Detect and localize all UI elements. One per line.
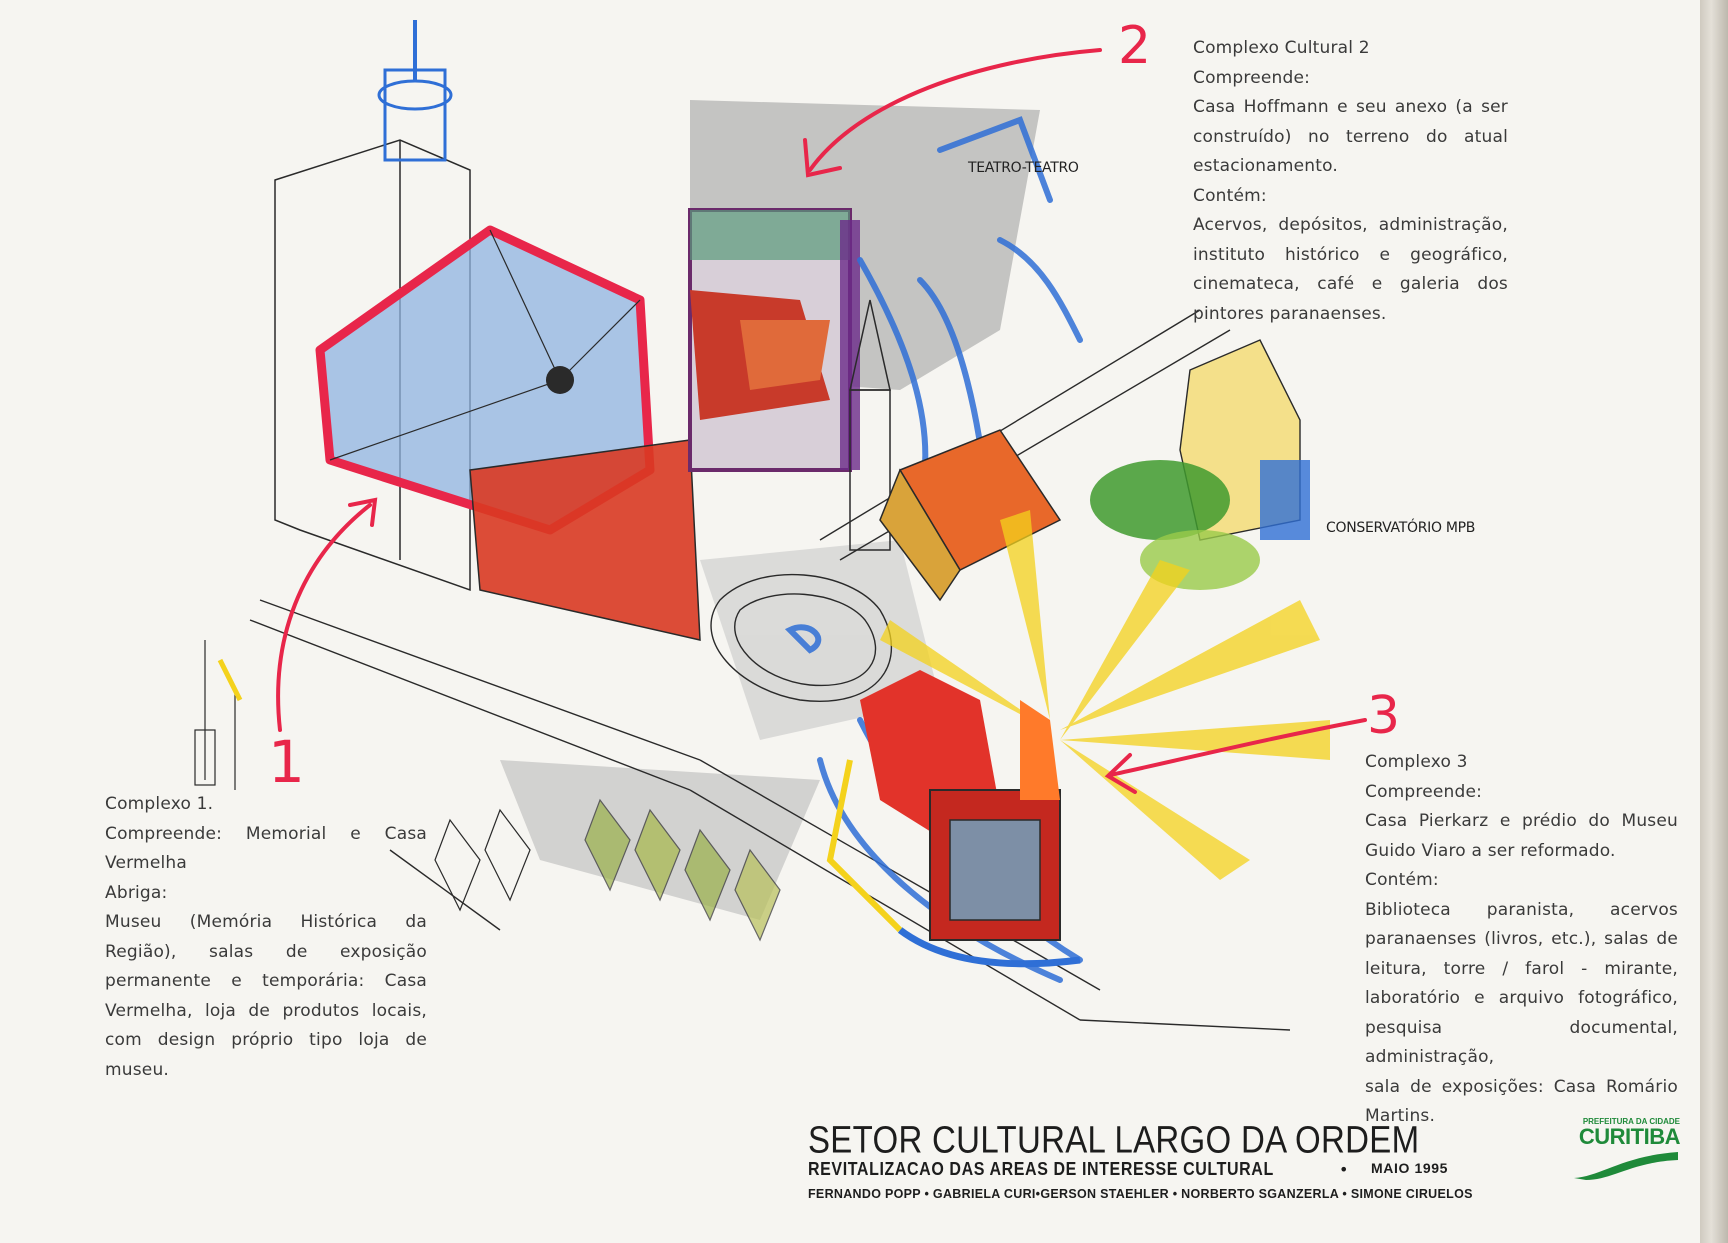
text-line: Guido Viaro a ser reformado. <box>1365 840 1616 861</box>
tree-sketches <box>434 798 781 942</box>
subtitle-bullet: • <box>1339 1160 1349 1179</box>
project-date: MAIO 1995 <box>1371 1160 1448 1176</box>
teatro-label: TEATRO-TEATRO <box>968 160 1079 176</box>
complexo1-compreende-label: Compreende: <box>105 823 223 844</box>
curitiba-logo: PREFEITURA DA CIDADE CURITIBA <box>1572 1117 1681 1180</box>
text-line: Martins. <box>1365 1106 1436 1126</box>
complexo2-number: 2 <box>1118 16 1152 76</box>
conservatorio-area <box>1090 339 1310 590</box>
text-line: Acervos, depósitos, administração, <box>1193 215 1508 235</box>
text-line: paranaenses (livros, etc.), salas de <box>1365 929 1678 949</box>
text-line: pesquisa documental, administração, <box>1365 1017 1678 1068</box>
complexo3-description: Complexo 3 Compreende: Casa Pierkarz e p… <box>1365 748 1678 1132</box>
complexo3-compreende-label: Compreende: <box>1365 781 1483 802</box>
complexo1-compreende-word: Memorial <box>245 823 327 844</box>
street-lines <box>249 309 1291 1031</box>
text-line: sala de exposições: Casa Romário <box>1365 1076 1678 1097</box>
text-line: Museu (Memória Histórica da <box>105 912 427 932</box>
text-line: Casa Hoffmann e seu anexo (a ser <box>1193 97 1508 117</box>
arrow-2 <box>803 48 1102 178</box>
conservatorio-label: CONSERVATÓRIO MPB <box>1326 520 1476 536</box>
text-line: permanente e temporária: Casa <box>105 971 427 991</box>
logo-main-text: CURITIBA <box>1578 1124 1681 1149</box>
tall-building <box>274 20 471 592</box>
complexo1-description: Complexo 1. Compreende: Memorial e Casa … <box>105 790 427 1085</box>
text-line: laboratório e arquivo fotográfico, <box>1365 988 1678 1008</box>
text-line: estacionamento. <box>1193 156 1339 176</box>
logo-top-text: PREFEITURA DA CIDADE <box>1582 1117 1680 1126</box>
complexo3-number: 3 <box>1367 686 1401 746</box>
project-subtitle: REVITALIZACAO DAS AREAS DE INTERESSE CUL… <box>808 1160 1274 1180</box>
complexo1-memorial <box>315 225 701 641</box>
complexo3-contem-label: Contém: <box>1365 870 1439 890</box>
complexo1-number: 1 <box>268 728 305 796</box>
complexo2-building <box>688 208 860 472</box>
complexo1-title: Complexo 1. <box>105 794 214 814</box>
complexo2-description: Complexo Cultural 2 Compreende: Casa Hof… <box>1193 34 1508 329</box>
complexo2-title: Complexo Cultural 2 <box>1193 38 1370 58</box>
arrow-1 <box>276 497 378 732</box>
street-lamps <box>194 640 243 790</box>
project-authors: FERNANDO POPP • GABRIELA CURI•GERSON STA… <box>808 1187 1473 1201</box>
complexo1-compreende-word: e <box>350 823 361 844</box>
text-line: leitura, torre / farol - mirante, <box>1365 958 1678 979</box>
complexo1-abriga-label: Abriga: <box>105 882 168 903</box>
text-line: Região), salas de exposição <box>105 941 427 962</box>
text-line: Vermelha, loja de produtos locais, <box>105 1000 427 1021</box>
logo-swoosh-icon <box>1574 1152 1678 1180</box>
text-line: com design próprio tipo loja de <box>105 1030 427 1050</box>
complexo3-title: Complexo 3 <box>1365 752 1468 772</box>
project-title: SETOR CULTURAL LARGO DA ORDEM <box>808 1118 1420 1161</box>
text-line: museu. <box>105 1059 170 1080</box>
text-line: pintores paranaenses. <box>1193 303 1387 324</box>
complexo1-compreende-word: Casa <box>384 823 427 844</box>
complexo2-contem-label: Contém: <box>1193 185 1267 206</box>
text-line: Biblioteca paranista, acervos <box>1365 899 1678 920</box>
text-line: Casa Pierkarz e prédio do Museu <box>1365 811 1678 831</box>
text-line: cinemateca, café e galeria dos <box>1193 274 1508 294</box>
complexo2-compreende-label: Compreende: <box>1193 67 1311 88</box>
complexo3-building <box>826 670 1081 968</box>
arrow-3 <box>1104 718 1367 794</box>
complexo1-compreende: Compreende: Memorial e Casa <box>105 820 427 850</box>
sheet-edge <box>1700 0 1728 1243</box>
text-line: construído) no terreno do atual <box>1193 126 1508 147</box>
text-line: instituto histórico e geográfico, <box>1193 244 1508 265</box>
complexo1-compreende-cont: Vermelha <box>105 853 187 873</box>
